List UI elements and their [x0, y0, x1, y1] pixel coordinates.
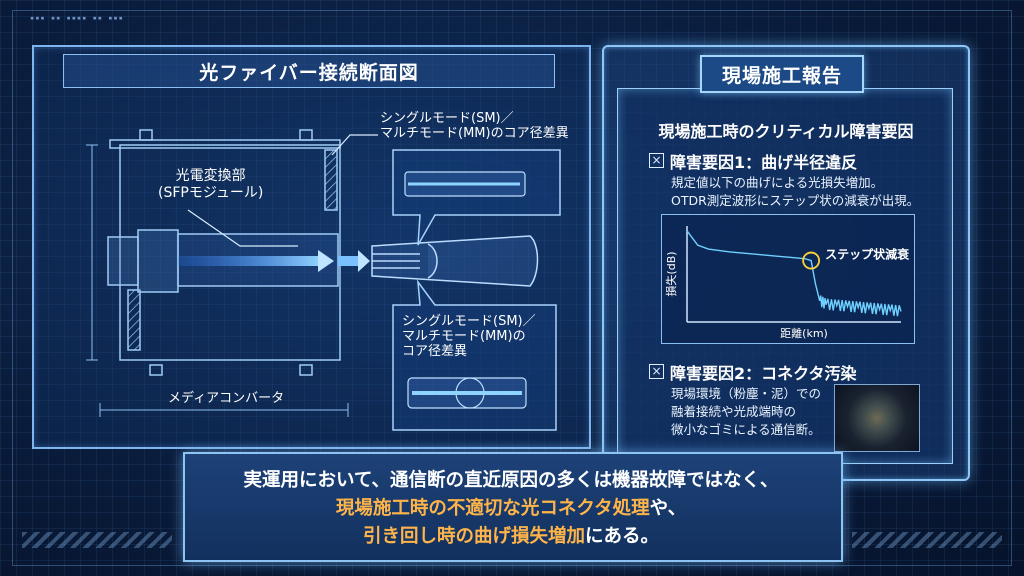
- top-callout-fiber: [404, 171, 526, 197]
- conclusion-banner: [183, 452, 843, 562]
- light-beam: [178, 250, 370, 272]
- otdr-x-label: 距離(km): [780, 326, 828, 340]
- otdr-y-label: 損失(dB): [664, 251, 678, 296]
- banner-line3-highlight: 引き回し時の曲げ損失増加: [362, 526, 585, 547]
- outer-frame: [12, 10, 1012, 566]
- media-converter-label: メディアコンバータ: [168, 391, 285, 406]
- banner-line3: 引き回し時の曲げ損失増加にある。: [183, 522, 839, 548]
- otdr-annotation: ステップ状減衰: [825, 247, 910, 262]
- factor2-desc-line1: 現場環境（粉塵・泥）での: [671, 386, 822, 401]
- sfp-label-line1: 光電変換部: [175, 168, 246, 184]
- field-report-title: 現場施工報告: [721, 64, 842, 87]
- bottom-callout-line3: コア径差異: [402, 344, 468, 359]
- right-hatch-decor: [852, 532, 1002, 548]
- bottom-callout-line1: シングルモード(SM)／: [402, 314, 536, 329]
- media-converter-body: [109, 129, 341, 376]
- factor1-heading: 障害要因1：曲げ半径違反: [670, 153, 858, 172]
- top-decor-strip: ▪▪▪ ▪▪ ▪▪▪▪ ▪▪ ▪▪▪: [30, 14, 124, 22]
- banner-line2: 現場施工時の不適切な光コネクタ処理や、: [183, 494, 839, 520]
- bottom-callout-fiber: [407, 377, 527, 409]
- banner-line2-highlight: 現場施工時の不適切な光コネクタ処理: [335, 498, 650, 519]
- top-callout-text: シングルモード(SM)／ マルチモード(MM)のコア径差異: [380, 111, 569, 141]
- factor1-desc-line2: OTDR測定波形にステップ状の減衰が出現。: [671, 193, 920, 208]
- factor2-heading: 障害要因2：コネクタ汚染: [670, 364, 857, 383]
- bottom-callout-text: シングルモード(SM)／ マルチモード(MM)の コア径差異: [402, 314, 536, 359]
- banner-line3-rest: にある。: [585, 526, 660, 547]
- top-callout-leader: [331, 134, 378, 156]
- dimension-lines: [86, 144, 349, 417]
- critical-factors-subtitle: 現場施工時のクリティカル障害要因: [658, 122, 914, 141]
- x-box-icon: ×: [649, 153, 664, 168]
- x-box-icon: ×: [649, 364, 664, 379]
- cross-section-title-bar: 光ファイバー接続断面図: [63, 54, 555, 88]
- sfp-label-leader: [187, 209, 298, 247]
- banner-line2-rest: や、: [649, 498, 687, 519]
- sfp-label-line2: (SFPモジュール): [158, 185, 264, 201]
- left-hatch-decor: [22, 532, 172, 548]
- fiber-cable: [371, 235, 539, 287]
- bottom-callout-line2: マルチモード(MM)の: [402, 329, 526, 344]
- top-callout-line1: シングルモード(SM)／: [380, 111, 514, 126]
- top-callout-line2: マルチモード(MM)のコア径差異: [380, 126, 569, 141]
- factor1-desc-line1: 規定値以下の曲げによる光損失増加。: [671, 175, 884, 190]
- otdr-trace: [686, 230, 902, 317]
- top-callout-balloon: [392, 149, 561, 246]
- field-report-title-tab: 現場施工報告: [700, 55, 864, 93]
- cross-section-title: 光ファイバー接続断面図: [199, 61, 419, 84]
- banner-line1: 実運用において、通信断の直近原因の多くは機器故障ではなく、: [243, 470, 779, 491]
- factor2-desc-line2: 融着接続や光成端時の: [671, 404, 797, 419]
- step-attenuation-marker: [802, 251, 821, 270]
- sfp-label: 光電変換部 (SFPモジュール): [158, 168, 263, 202]
- factor2-desc-line3: 微小なゴミによる通信断。: [671, 422, 821, 437]
- contaminated-connector-photo: [834, 384, 920, 452]
